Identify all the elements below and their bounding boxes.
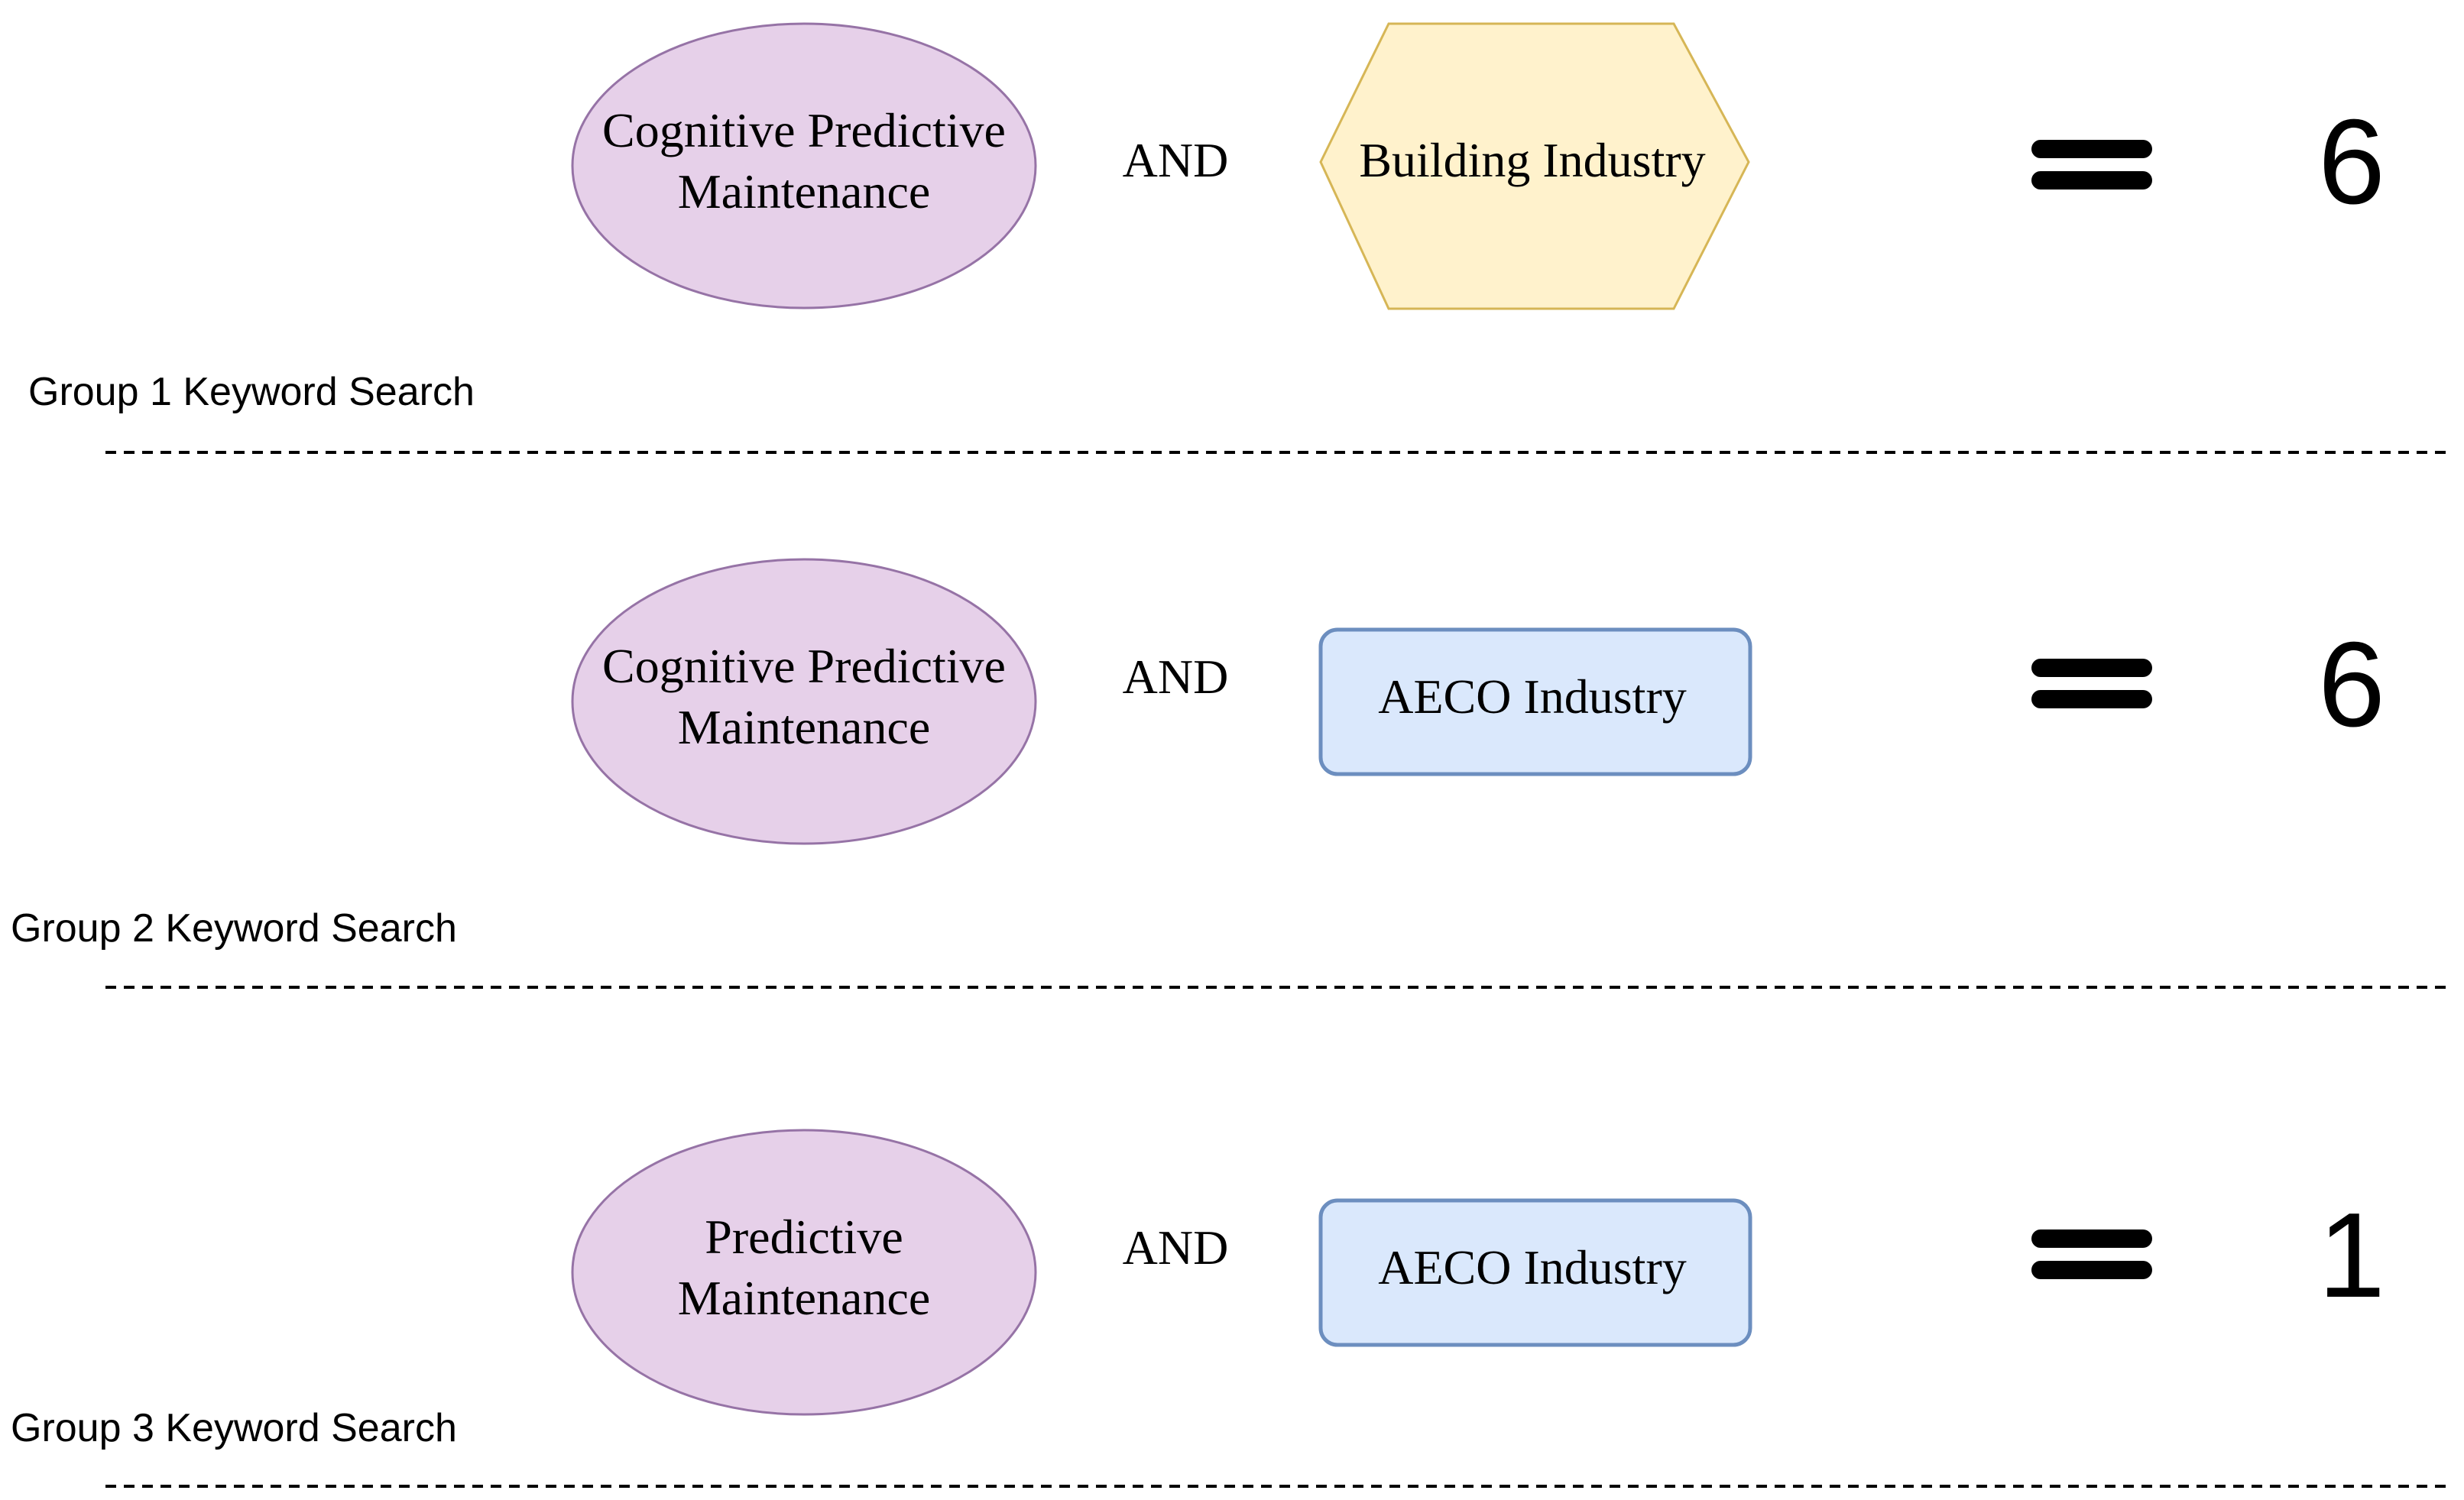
group-3-left-term-line-1: Predictive — [705, 1210, 903, 1264]
group-1-left-term-ellipse — [571, 22, 1037, 309]
equals-icon — [2031, 659, 2152, 708]
group-1-right-term-label: Building Industry — [1359, 133, 1705, 187]
group-2-left-term-line-2: Maintenance — [678, 700, 931, 754]
group-2-label: Group 2 Keyword Search — [11, 906, 457, 951]
group-2: Cognitive Predictive Maintenance AND AEC… — [11, 558, 2452, 989]
group-3-left-term-line-2: Maintenance — [678, 1271, 931, 1325]
group-2-right-term-label: AECO Industry — [1378, 669, 1687, 724]
group-1: Cognitive Predictive Maintenance AND Bui… — [28, 22, 2452, 454]
equals-icon — [2031, 140, 2152, 190]
equals-icon — [2031, 1229, 2152, 1279]
group-2-result: 6 — [2318, 617, 2385, 752]
group-1-result: 6 — [2318, 95, 2385, 229]
group-1-operator: AND — [1123, 133, 1229, 187]
group-3-right-term-label: AECO Industry — [1378, 1240, 1687, 1294]
group-3-operator: AND — [1123, 1220, 1229, 1275]
group-3: Predictive Maintenance AND AECO Industry… — [11, 1129, 2452, 1488]
group-2-operator: AND — [1123, 650, 1229, 704]
group-3-result: 1 — [2318, 1188, 2385, 1323]
group-1-right-term-hexagon — [1319, 22, 1750, 310]
group-1-left-term-line-1: Cognitive Predictive — [602, 103, 1006, 157]
group-3-left-term-ellipse — [571, 1129, 1037, 1416]
group-3-right-term-box — [1318, 1198, 1752, 1347]
group-1-label: Group 1 Keyword Search — [28, 370, 475, 414]
group-3-label: Group 3 Keyword Search — [11, 1406, 457, 1450]
group-2-left-term-line-1: Cognitive Predictive — [602, 639, 1006, 693]
group-1-left-term-line-2: Maintenance — [678, 164, 931, 219]
group-2-right-term-box — [1318, 627, 1752, 776]
group-2-left-term-ellipse — [571, 558, 1037, 845]
